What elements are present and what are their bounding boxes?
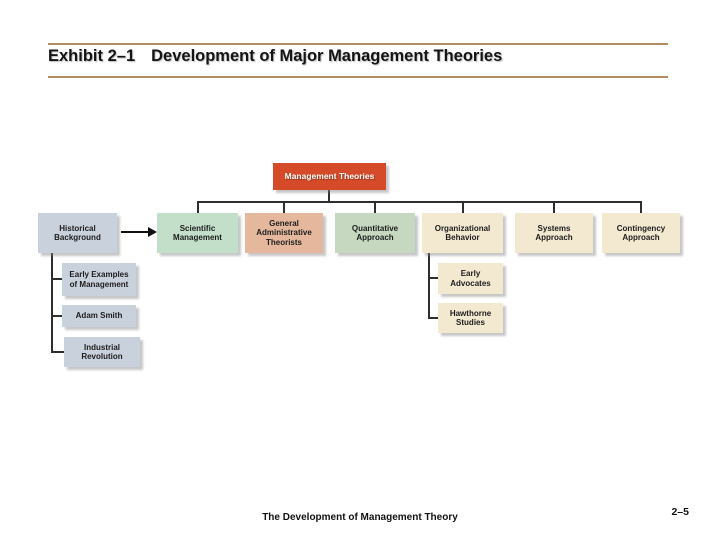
connector-tick-hawthorne-studies [429, 317, 439, 319]
exhibit-label: Exhibit 2–1 [48, 47, 136, 65]
node-scientific-management: Scientific Management [157, 213, 238, 253]
node-industrial-revolution: Industrial Revolution [64, 337, 140, 367]
title-rule-top [48, 43, 668, 45]
page-number: 2–5 [671, 506, 689, 518]
node-management-theories: Management Theories [273, 163, 386, 190]
arrow-head-icon [148, 227, 157, 237]
connector-drop-organizational [462, 202, 464, 213]
node-systems-approach: Systems Approach [515, 213, 593, 253]
connector-arrow-line [121, 231, 149, 233]
connector-root-stub [328, 189, 330, 202]
connector-tick-industrial-revolution [52, 351, 65, 353]
node-early-examples-of-management: Early Examples of Management [62, 263, 136, 296]
connector-drop-scientific [197, 202, 199, 213]
title-rule-bottom [48, 76, 668, 78]
connector-tick-adam-smith [52, 315, 63, 317]
node-general-administrative-theorists: General Administrative Theorists [245, 213, 323, 253]
node-hawthorne-studies: Hawthorne Studies [438, 303, 503, 333]
connector-drop-quantitative [374, 202, 376, 213]
node-contingency-approach: Contingency Approach [602, 213, 680, 253]
node-quantitative-approach: Quantitative Approach [335, 213, 415, 253]
node-organizational-behavior: Organizational Behavior [422, 213, 503, 253]
connector-drop-systems [553, 202, 555, 213]
title-text: Development of Major Management Theories [151, 47, 503, 65]
connector-behavior-vertical [428, 252, 430, 319]
connector-tick-early-examples [52, 278, 63, 280]
connector-main-horizontal [197, 201, 642, 203]
connector-tick-early-advocates [429, 277, 439, 279]
footer-caption: The Development of Management Theory [262, 512, 458, 523]
connector-historical-vertical [51, 253, 53, 353]
node-early-advocates: Early Advocates [438, 263, 503, 294]
node-adam-smith: Adam Smith [62, 305, 136, 327]
node-historical-background: Historical Background [38, 213, 117, 253]
connector-drop-administrative [283, 202, 285, 213]
connector-drop-contingency [640, 202, 642, 213]
slide-title: Exhibit 2–1 Development of Major Manageme… [48, 47, 688, 66]
